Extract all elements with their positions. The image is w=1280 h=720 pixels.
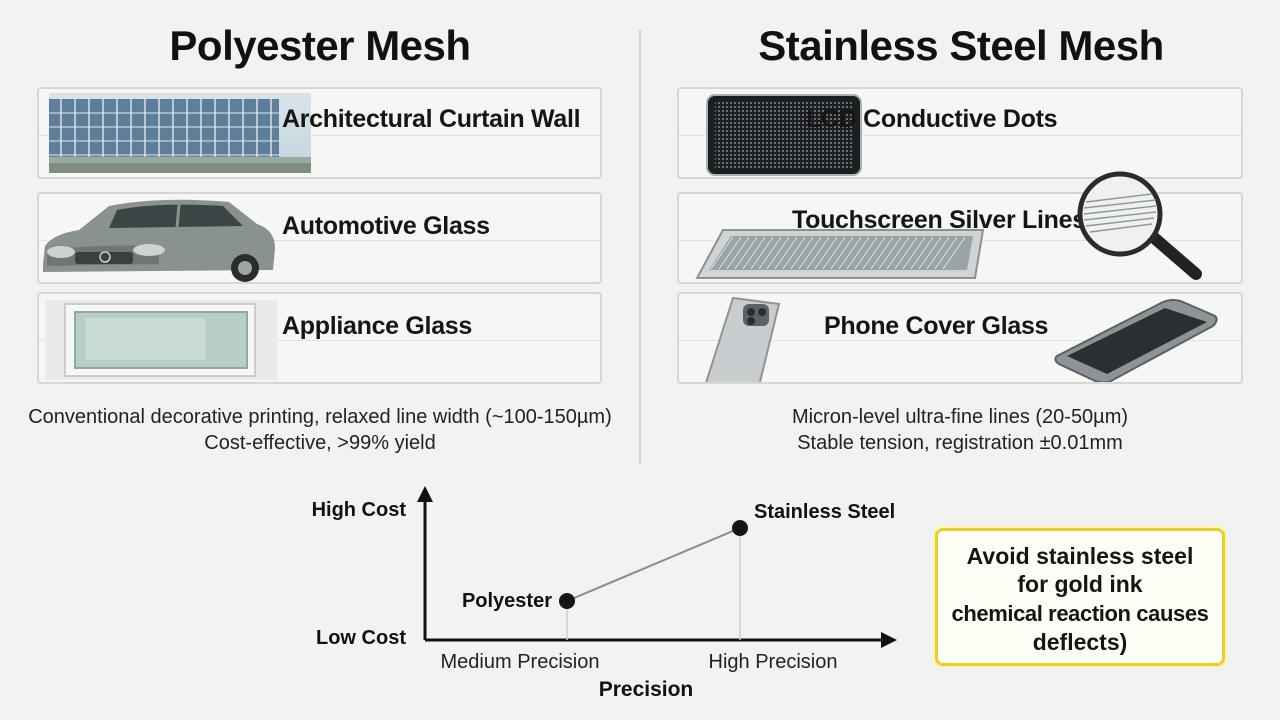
polyester-caption: Conventional decorative printing, relaxe… — [20, 404, 620, 456]
column-divider — [639, 30, 641, 464]
tablet-image — [693, 224, 993, 282]
y-axis-arrow — [417, 486, 433, 502]
caption-line: Conventional decorative printing, relaxe… — [28, 406, 612, 428]
note-line: chemical reaction causes — [951, 601, 1209, 626]
magnifier-icon — [1068, 170, 1208, 282]
appliance-glass-image — [45, 300, 277, 380]
stainless-caption: Micron-level ultra-fine lines (20-50µm) … — [660, 404, 1260, 456]
phone-front-image — [1053, 298, 1219, 382]
gold-ink-warning-note: Avoid stainless steel for gold ink chemi… — [935, 528, 1225, 666]
application-label: Appliance Glass — [282, 312, 473, 340]
application-label: Touchscreen Silver Lines — [792, 206, 1086, 234]
application-label: Phone Cover Glass — [824, 312, 1049, 340]
connector-line — [566, 527, 741, 602]
data-point — [559, 592, 575, 609]
caption-line: Micron-level ultra-fine lines (20-50µm) — [791, 406, 1129, 428]
application-label: LCD Conductive Dots — [806, 105, 1058, 133]
data-label: Stainless Steel — [754, 501, 895, 523]
application-card-appliance: Appliance Glass — [37, 292, 602, 384]
polyester-mesh-title: Polyester Mesh — [169, 22, 471, 69]
note-line: for gold ink — [1017, 571, 1143, 597]
car-image — [39, 194, 279, 282]
caption-line: Cost-effective, >99% yield — [204, 432, 436, 454]
application-label: Architectural Curtain Wall — [282, 105, 581, 133]
note-line: Avoid stainless steel — [966, 543, 1194, 569]
application-card-lcd: LCD Conductive Dots — [677, 87, 1243, 179]
y-tick-label: High Cost — [312, 499, 407, 521]
application-card-phone: Phone Cover Glass — [677, 292, 1243, 384]
x-tick-label: High Precision — [709, 651, 838, 673]
y-tick-label: Low Cost — [316, 627, 406, 649]
x-tick-label: Medium Precision — [441, 651, 600, 673]
data-point — [732, 520, 748, 536]
x-axis-arrow — [881, 632, 897, 648]
application-card-curtain-wall: Architectural Curtain Wall — [37, 87, 602, 179]
application-label: Automotive Glass — [282, 212, 490, 240]
application-card-automotive: Automotive Glass — [37, 192, 602, 284]
application-card-touchscreen: Touchscreen Silver Lines — [677, 192, 1243, 284]
curtain-wall-image — [49, 93, 311, 173]
caption-line: Stable tension, registration ±0.01mm — [797, 432, 1123, 454]
x-axis-label: Precision — [599, 678, 694, 701]
lcd-panel-image — [705, 93, 863, 177]
data-label: Polyester — [462, 590, 552, 612]
phone-back-image — [699, 294, 795, 382]
stainless-steel-mesh-title: Stainless Steel Mesh — [758, 22, 1164, 69]
note-line: deflects) — [1032, 629, 1128, 655]
